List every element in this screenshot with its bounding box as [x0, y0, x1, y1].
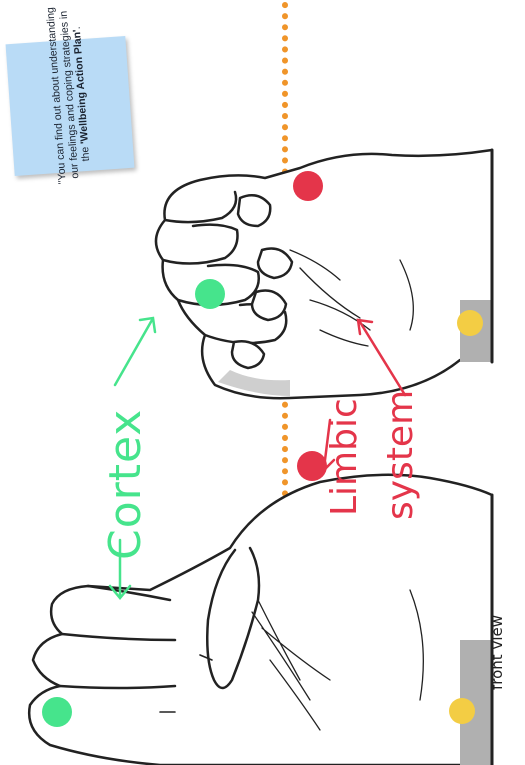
system-label: system	[380, 390, 421, 520]
cortex-label: Cortex	[100, 409, 151, 560]
limbic-dot-top	[293, 171, 323, 201]
brainstem-dot-top	[457, 310, 483, 336]
limbic-label: Limbic	[324, 398, 365, 516]
sticky-note: "You can find out about understanding ou…	[6, 36, 135, 176]
closed-fist-hand	[156, 150, 492, 398]
brainstem-dot-bottom	[449, 698, 475, 724]
cortex-dot-top	[195, 279, 225, 309]
front-view-caption: front view	[488, 615, 506, 690]
cortex-dot-bottom	[42, 697, 72, 727]
open-hand-thumb-folded	[29, 475, 492, 765]
